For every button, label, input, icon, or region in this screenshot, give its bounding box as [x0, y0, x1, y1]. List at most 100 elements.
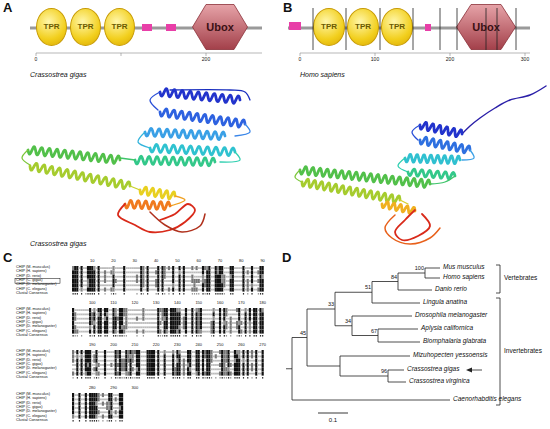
- residue-cell: [219, 325, 221, 329]
- residue-cell: [74, 322, 76, 324]
- axis-tick-mark: [450, 53, 451, 56]
- residue-cell: [155, 360, 157, 362]
- residue-cell: [95, 415, 97, 419]
- residue-cell: [100, 321, 102, 325]
- residue-cell: [164, 317, 166, 321]
- residue-cell: [198, 359, 200, 363]
- residue-cell: [259, 275, 261, 279]
- residue-cell: [262, 283, 264, 287]
- residue-cell: [219, 360, 221, 362]
- residue-cell: [151, 322, 153, 324]
- residue-cell: [142, 373, 144, 375]
- residue-cell: [185, 308, 187, 312]
- residue-cell: [257, 276, 259, 278]
- residue-cell: [159, 368, 161, 370]
- residue-cell: [196, 317, 198, 321]
- residue-cell: [238, 359, 240, 363]
- residue-cell: [125, 372, 127, 376]
- residue-cell: [210, 276, 212, 278]
- residue-cell: [147, 309, 149, 311]
- residue-cell: [247, 276, 249, 278]
- residue-cell: [240, 330, 242, 334]
- residue-cell: [74, 399, 76, 401]
- consensus-mark: [121, 377, 122, 379]
- residue-cell: [168, 326, 170, 328]
- residue-cell: [91, 321, 93, 325]
- residue-cell: [138, 289, 140, 291]
- residue-cell: [76, 266, 78, 270]
- residue-cell: [185, 312, 187, 316]
- residue-cell: [193, 326, 195, 328]
- residue-cell: [200, 325, 202, 329]
- residue-cell: [89, 354, 91, 358]
- residue-cell: [76, 416, 78, 418]
- residue-cell: [89, 266, 91, 270]
- residue-cell: [257, 364, 259, 366]
- residue-cell: [232, 279, 234, 283]
- residue-cell: [227, 350, 229, 354]
- residue-cell: [210, 354, 212, 358]
- consensus-mark: [173, 293, 174, 295]
- residue-cell: [72, 279, 74, 283]
- residue-cell: [247, 267, 249, 269]
- residue-cell: [78, 326, 80, 328]
- residue-cell: [232, 373, 234, 375]
- residue-cell: [259, 288, 261, 292]
- residue-cell: [100, 280, 102, 282]
- coil: [170, 196, 185, 206]
- residue-cell: [249, 360, 251, 362]
- residue-cell: [223, 279, 225, 283]
- residue-cell: [91, 331, 93, 333]
- residue-cell: [236, 325, 238, 329]
- residue-cell: [191, 275, 193, 279]
- residue-cell: [89, 367, 91, 371]
- residue-cell: [221, 279, 223, 283]
- consensus-mark: [90, 377, 91, 379]
- residue-cell: [208, 283, 210, 287]
- residue-cell: [164, 325, 166, 329]
- residue-cell: [236, 308, 238, 312]
- consensus-mark: [98, 420, 99, 422]
- residue-cell: [144, 322, 146, 324]
- residue-cell: [121, 276, 123, 278]
- residue-cell: [213, 373, 215, 375]
- residue-cell: [217, 314, 219, 316]
- residue-cell: [172, 367, 174, 371]
- residue-cell: [164, 372, 166, 376]
- consensus-mark: [77, 335, 78, 337]
- residue-cell: [81, 314, 83, 316]
- residue-cell: [95, 406, 97, 410]
- consensus-mark: [160, 335, 161, 337]
- residue-cell: [191, 284, 193, 286]
- residue-cell: [100, 416, 102, 418]
- consensus-mark: [232, 293, 233, 295]
- residue-cell: [115, 317, 117, 321]
- residue-cell: [93, 275, 95, 279]
- residue-cell: [104, 354, 106, 358]
- coil: [395, 210, 430, 240]
- residue-cell: [187, 372, 189, 376]
- consensus-mark: [239, 335, 240, 337]
- residue-cell: [217, 373, 219, 375]
- residue-cell: [204, 372, 206, 376]
- residue-cell: [130, 309, 132, 311]
- residue-cell: [106, 394, 108, 396]
- residue-cell: [253, 272, 255, 274]
- residue-cell: [121, 280, 123, 282]
- residue-cell: [106, 360, 108, 362]
- residue-cell: [110, 284, 112, 286]
- residue-cell: [176, 280, 178, 282]
- residue-cell: [191, 272, 193, 274]
- residue-cell: [157, 359, 159, 363]
- residue-cell: [89, 312, 91, 316]
- residue-cell: [106, 308, 108, 312]
- residue-cell: [247, 318, 249, 320]
- residue-cell: [123, 318, 125, 320]
- residue-cell: [251, 309, 253, 311]
- residue-cell: [230, 288, 232, 292]
- residue-cell: [147, 283, 149, 287]
- residue-cell: [123, 356, 125, 358]
- residue-cell: [125, 359, 127, 363]
- residue-cell: [125, 350, 127, 354]
- consensus-mark: [130, 377, 131, 379]
